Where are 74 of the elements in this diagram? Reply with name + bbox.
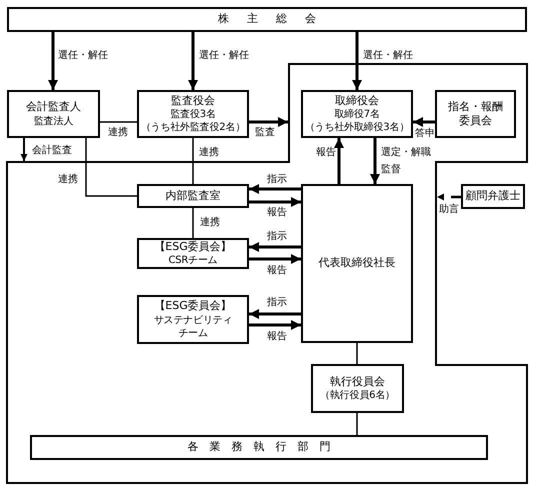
edge-label: 報告 xyxy=(316,146,336,160)
org-box xyxy=(137,90,249,138)
node-title: 顧問弁護士 xyxy=(466,189,520,204)
arrow xyxy=(249,184,301,194)
edge-label: 指示 xyxy=(267,230,287,244)
node-detail: CSRチーム xyxy=(168,254,218,268)
node-detail: 監査法人 xyxy=(34,114,74,128)
org-box xyxy=(137,184,249,208)
node-detail: 取締役7名 xyxy=(334,108,380,122)
node-title: 内部監査室 xyxy=(166,188,220,204)
connector-line xyxy=(192,208,194,238)
node-detail: サステナビリティチーム xyxy=(152,314,234,340)
node-detail: （うち社外取締役3名） xyxy=(304,121,410,134)
node-title: 執行役員会 xyxy=(330,374,385,390)
edge-label: 選任・解任 xyxy=(199,49,249,63)
edge-label: 選任・解任 xyxy=(58,49,108,63)
arrow xyxy=(249,320,301,330)
org-box xyxy=(301,90,413,138)
connector-line xyxy=(192,138,194,184)
edge-label: 連携 xyxy=(199,146,219,160)
arrow xyxy=(48,32,58,90)
edge-label: 助言 xyxy=(439,203,459,217)
arrow xyxy=(188,32,198,90)
edge-label: 報告 xyxy=(267,264,287,278)
org-box xyxy=(301,184,413,343)
org-box xyxy=(311,364,404,413)
node-detail: （執行役員6名） xyxy=(320,389,395,402)
node-title: 代表取締役社長 xyxy=(318,256,396,271)
edge-label: 連携 xyxy=(200,216,220,230)
node-detail: （うち社外監査役2名） xyxy=(140,121,246,134)
node-title: 各業務執行部門 xyxy=(186,440,342,455)
node-title: 株主総会 xyxy=(217,12,334,27)
org-box xyxy=(435,90,516,138)
node-title: 【ESG委員会】 xyxy=(154,299,232,314)
org-box xyxy=(461,184,525,209)
edge-label: 選任・解任 xyxy=(363,49,413,63)
arrow xyxy=(249,242,301,252)
edge-label: 監査 xyxy=(255,126,275,140)
edge-label: 会計監査 xyxy=(32,144,72,158)
edge-label: 報告 xyxy=(267,206,287,220)
region-frame xyxy=(6,63,528,484)
edge-label: 指示 xyxy=(267,173,287,187)
arrow xyxy=(413,117,435,127)
arrow xyxy=(20,138,28,161)
edge-label: 答申 xyxy=(415,127,435,141)
node-title: 取締役会 xyxy=(335,94,379,108)
arrow xyxy=(249,117,288,127)
node-detail: 監査役3名 xyxy=(170,108,216,122)
edge-label: 報告 xyxy=(267,330,287,344)
arrow xyxy=(334,138,344,184)
arrow xyxy=(352,32,362,90)
arrow xyxy=(370,138,380,184)
connector-line xyxy=(356,413,358,435)
arrow xyxy=(249,254,301,264)
org-box xyxy=(7,90,100,138)
org-box xyxy=(137,295,249,344)
node-title: 会計監査人 xyxy=(26,100,81,115)
arrow xyxy=(437,194,461,200)
org-box xyxy=(7,7,527,32)
edge-label: 連携 xyxy=(108,126,128,140)
node-title: 指名・報酬委員会 xyxy=(447,100,504,128)
edge-label: 指示 xyxy=(267,296,287,310)
node-title: 監査役会 xyxy=(171,94,215,108)
org-box xyxy=(137,238,249,269)
arrow xyxy=(249,197,301,207)
connector-line xyxy=(85,138,137,197)
arrow xyxy=(249,309,301,319)
org-box xyxy=(30,435,488,460)
connector-line xyxy=(100,121,137,123)
note-label: 監督 xyxy=(381,163,401,177)
edge-label: 連携 xyxy=(58,173,78,187)
connector-line xyxy=(356,343,358,364)
node-title: 【ESG委員会】 xyxy=(154,240,232,254)
edge-label: 選定・解職 xyxy=(381,146,431,160)
